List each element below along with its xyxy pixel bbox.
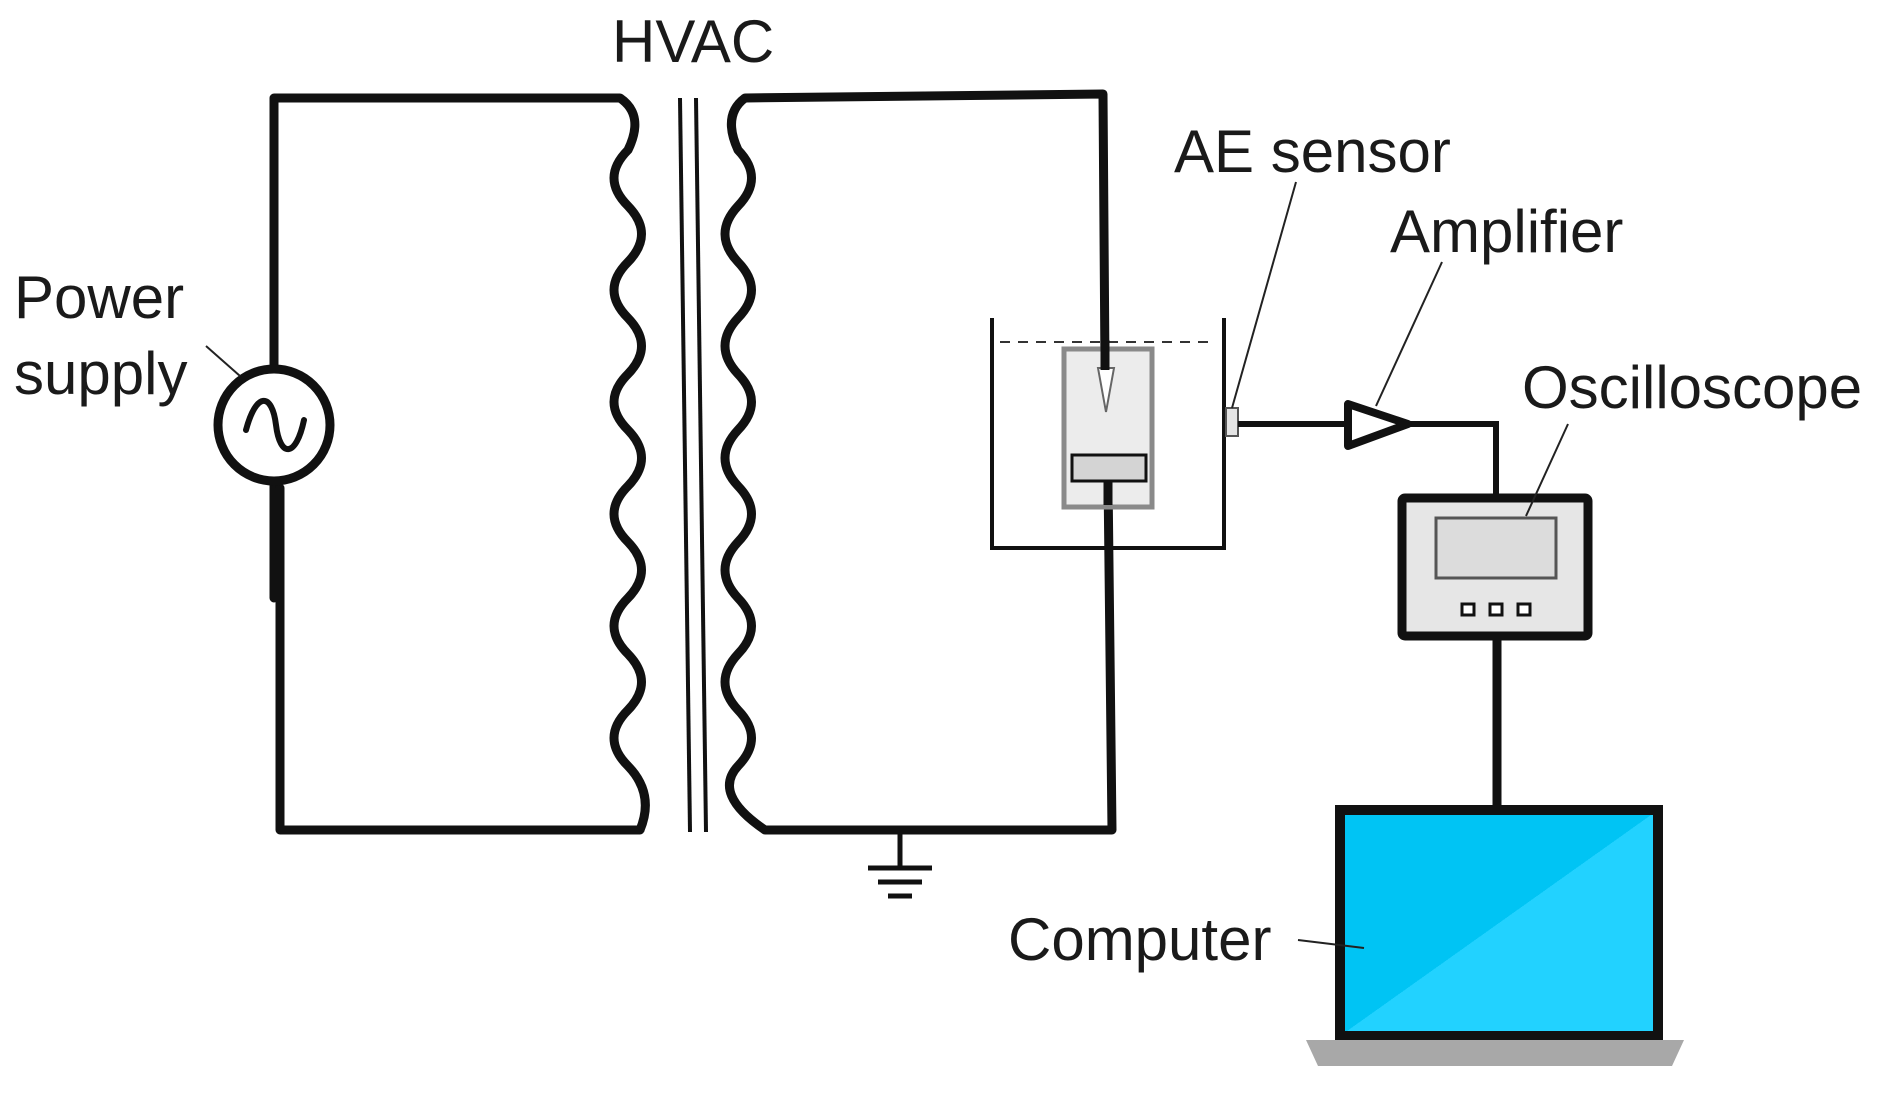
primary-circuit <box>269 93 650 835</box>
leader-ae-sensor <box>1231 181 1297 409</box>
label-ae-sensor: AE sensor <box>1174 118 1451 185</box>
plane-electrode <box>1070 453 1148 483</box>
transformer-core <box>678 97 708 833</box>
leader-amplifier <box>1375 261 1443 407</box>
laptop-screen <box>1335 805 1663 1041</box>
primary-wire-bottom <box>275 483 645 835</box>
label-power-supply-line2: supply <box>14 340 187 407</box>
ae-sensor-element <box>1225 407 1239 437</box>
amplifier-triangle-icon <box>1344 400 1412 450</box>
label-computer: Computer <box>1008 906 1271 973</box>
ground-icon <box>868 830 932 899</box>
laptop-base <box>1306 1040 1684 1066</box>
oscilloscope-knob <box>1488 602 1504 617</box>
secondary-wire-bottom <box>760 473 1117 835</box>
oscilloscope-screen <box>1434 516 1558 580</box>
leader-computer <box>1297 939 1365 949</box>
secondary-circuit <box>720 89 1117 835</box>
secondary-coil <box>720 94 768 834</box>
label-hvac: HVAC <box>612 8 774 75</box>
label-power-supply-line1: Power <box>14 264 184 331</box>
laptop-icon <box>1306 805 1684 1066</box>
leader-power-supply <box>205 345 241 377</box>
leader-lines <box>205 181 1569 949</box>
ac-source-icon <box>213 364 335 486</box>
signal-wires <box>1238 421 1502 808</box>
leader-oscilloscope <box>1525 423 1569 517</box>
secondary-wire-top <box>740 89 1110 373</box>
oscilloscope-knob <box>1460 602 1476 617</box>
oscilloscope-icon <box>1397 493 1593 641</box>
label-amplifier: Amplifier <box>1390 198 1623 265</box>
oil-tank <box>990 318 1226 550</box>
oscilloscope-knob <box>1516 602 1532 617</box>
primary-wire-top-left <box>269 93 625 603</box>
primary-coil <box>609 94 650 832</box>
label-oscilloscope: Oscilloscope <box>1522 354 1862 421</box>
